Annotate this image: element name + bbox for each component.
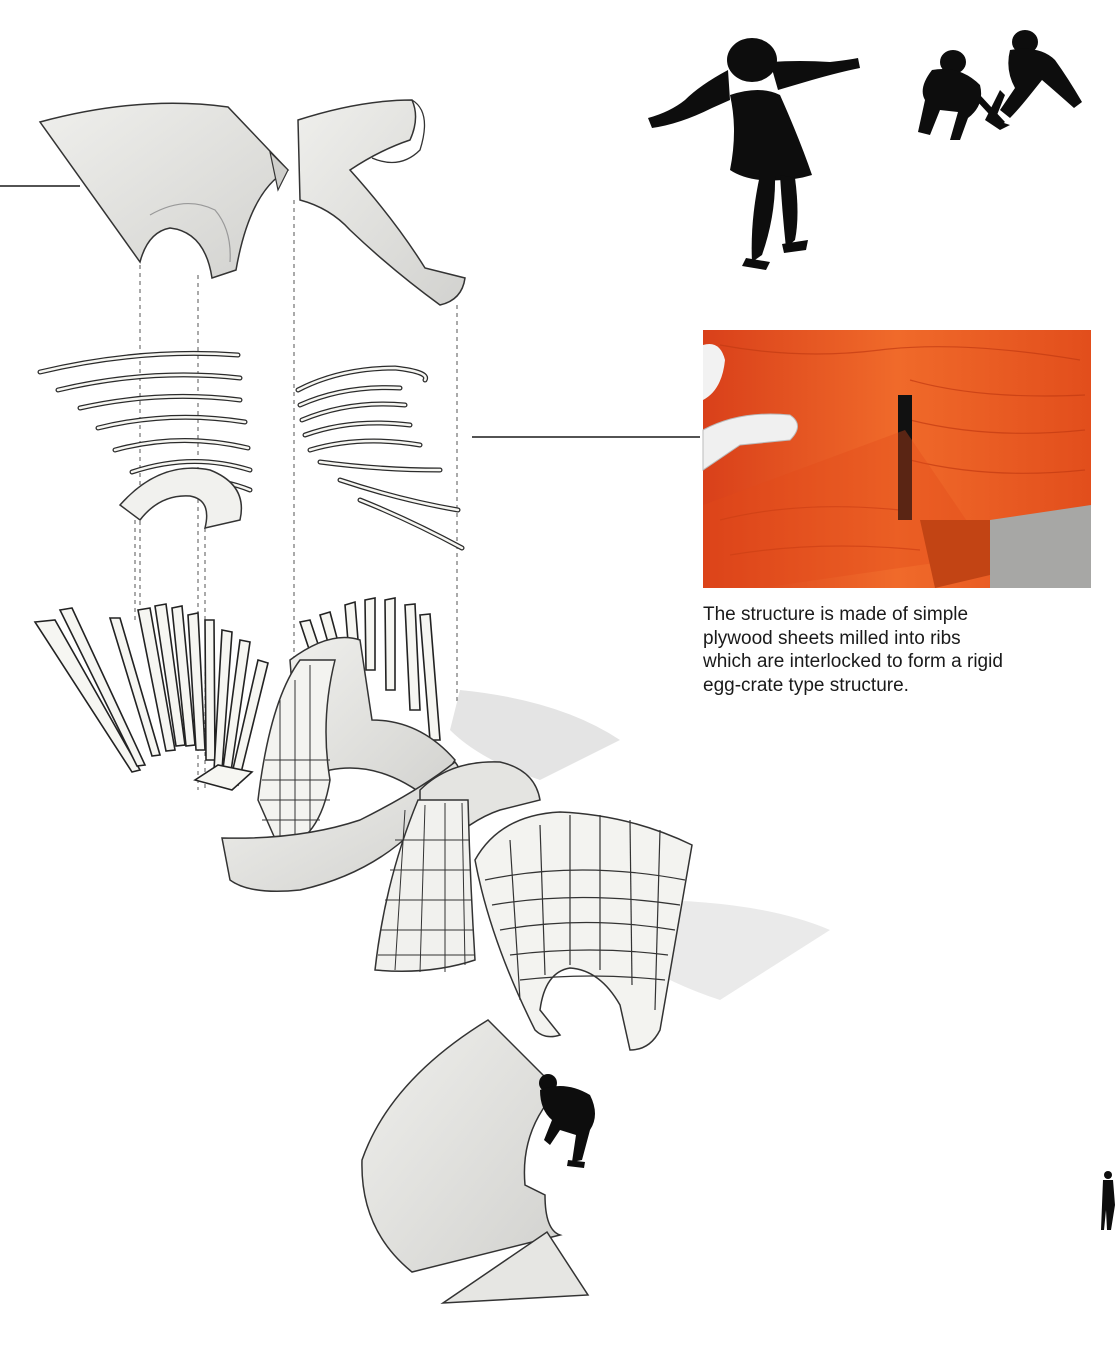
plywood-joint-photo	[703, 330, 1091, 588]
top-shell-left	[40, 103, 288, 278]
rib-layer-left-ring	[120, 468, 241, 528]
rib-layer-left	[40, 353, 250, 490]
standing-person-silhouette-icon	[1101, 1171, 1115, 1230]
caption-line-1: The structure is made of simple	[703, 603, 1103, 627]
structure-caption: The structure is made of simple plywood …	[703, 603, 1103, 697]
floor-shell	[362, 1020, 588, 1303]
caption-line-4: egg-crate type structure.	[703, 674, 1103, 698]
rib-layer-right	[298, 368, 462, 548]
hockey-players-silhouette-icon	[918, 30, 1082, 140]
crouching-person-silhouette-icon	[539, 1074, 595, 1168]
top-shell-right	[298, 100, 465, 305]
caption-line-3: which are interlocked to form a rigid	[703, 650, 1103, 674]
skater-silhouette-icon	[648, 38, 860, 270]
vertical-ribs-left	[35, 604, 268, 790]
caption-line-2: plywood sheets milled into ribs	[703, 627, 1103, 651]
